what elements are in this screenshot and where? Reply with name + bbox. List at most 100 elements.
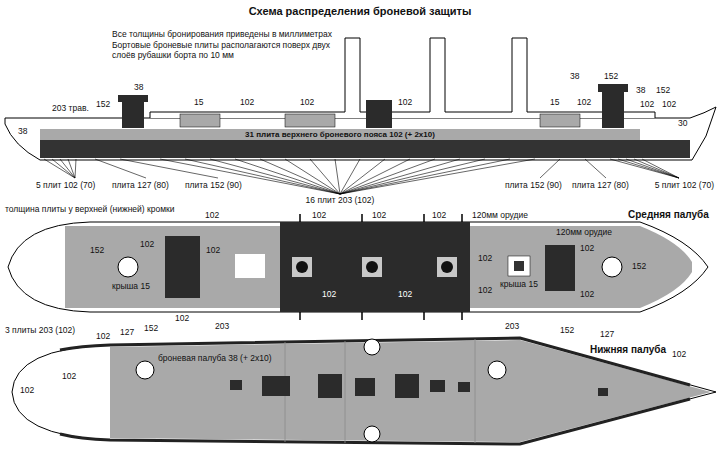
funnel — [366, 261, 378, 273]
bulkheads — [285, 339, 475, 443]
thickness-label: 102 — [240, 98, 254, 108]
thickness-label: 152 — [656, 86, 670, 96]
funnel-base — [292, 257, 312, 277]
thickness-label: 102 — [322, 290, 336, 300]
thickness-label: плита 152 (90) — [185, 181, 242, 191]
gun-barrels — [300, 214, 462, 320]
thickness-label: 15 — [194, 98, 203, 108]
tower — [122, 102, 144, 128]
thickness-label: плита 127 (80) — [572, 181, 629, 191]
funnel — [441, 261, 453, 273]
thickness-label: 102 — [478, 286, 492, 296]
thickness-label: 16 плит 203 (102) — [306, 196, 375, 206]
machinery — [230, 374, 608, 398]
thickness-label: 152 — [90, 246, 104, 256]
tower-plan — [545, 245, 575, 291]
tower-cap — [598, 84, 628, 92]
machinery-block — [318, 374, 342, 398]
turret-base — [364, 339, 380, 355]
leader-line — [95, 159, 146, 178]
thickness-label: 102 — [140, 240, 154, 250]
deckhouse — [235, 254, 265, 278]
note-text: Все толщины бронирования приведены в мил… — [112, 30, 340, 40]
hull-middle-deck — [8, 222, 708, 312]
turret-base — [364, 426, 380, 442]
belt-line — [60, 338, 690, 385]
thickness-label: 127 — [120, 328, 134, 338]
note-text: Бортовые броневые плиты располагаются по… — [112, 41, 340, 61]
machinery-block — [458, 382, 470, 392]
leader-line — [44, 159, 76, 178]
turret — [602, 257, 622, 277]
thickness-label: 102 — [20, 386, 34, 396]
thickness-label: 102 — [312, 211, 326, 221]
thickness-label: 5 плит 102 (70) — [655, 181, 714, 191]
thickness-label: плита 127 (80) — [112, 181, 169, 191]
thickness-label: 15 — [550, 98, 559, 108]
casemate — [540, 114, 580, 127]
deck-name: Нижняя палуба — [590, 344, 666, 356]
deckhouse-core — [514, 261, 524, 271]
thickness-label: 38 — [18, 127, 27, 137]
thickness-label: 38 — [636, 86, 645, 96]
thickness-label: 102 — [206, 246, 220, 256]
thickness-label: 3 плиты 203 (102) — [5, 326, 75, 336]
thickness-label: 38 — [570, 72, 579, 82]
turret — [118, 257, 138, 277]
thickness-label: 152 — [632, 262, 646, 272]
machinery-block — [395, 374, 419, 398]
machinery-block — [355, 378, 375, 396]
hull-lower-deck — [12, 338, 716, 444]
leader-lines — [44, 159, 679, 194]
thickness-label: 5 плит 102 (70) — [36, 181, 95, 191]
thickness-label: 120мм орудие — [472, 211, 528, 221]
funnel-base — [437, 257, 457, 277]
leader-line — [610, 159, 679, 178]
band-label: 31 плита верхнего броневого пояса 102 (+… — [245, 130, 435, 139]
thickness-label: 152 — [604, 72, 618, 82]
deckhouse — [508, 256, 530, 276]
thickness-label: 102 — [580, 244, 594, 254]
armor-band: 31 плита верхнего броневого пояса 102 (+… — [40, 129, 640, 140]
thickness-label: 102 — [398, 98, 412, 108]
thickness-label: 102 — [640, 100, 654, 110]
tower — [366, 100, 392, 128]
tower — [602, 92, 624, 128]
thickness-label: 102 — [672, 350, 686, 360]
thickness-label: 102 — [96, 332, 110, 342]
thickness-label: 203 трав. — [52, 104, 89, 114]
deck-name: Средняя палуба — [628, 209, 709, 221]
belt-line — [60, 399, 690, 444]
machinery-block — [598, 388, 608, 396]
armored-deck — [110, 340, 711, 442]
leader-line — [160, 159, 535, 194]
funnels-plan — [292, 257, 457, 277]
thickness-label: 102 — [205, 211, 219, 221]
thickness-label: крыша 15 — [500, 280, 538, 290]
thickness-label: 102 — [580, 290, 594, 300]
casemate — [180, 114, 220, 127]
casemate — [285, 114, 335, 127]
thickness-label: 203 — [215, 322, 229, 332]
thickness-label: 120мм орудие — [556, 228, 612, 238]
thickness-label: крыша 15 — [112, 282, 150, 292]
machinery-block — [262, 376, 290, 396]
diagram-title: Схема распределения броневой защиты — [249, 5, 472, 18]
funnel-base — [362, 257, 382, 277]
thickness-label: броневая палуба 38 (+ 2х10) — [158, 354, 272, 364]
citadel — [280, 222, 470, 312]
thickness-label: 102 — [300, 98, 314, 108]
thickness-label: плита 152 (90) — [505, 181, 562, 191]
machinery-block — [230, 380, 242, 390]
leader-line — [540, 159, 560, 178]
main-belt — [40, 140, 690, 158]
thickness-label: 102 — [372, 211, 386, 221]
leader-line — [585, 159, 606, 178]
thickness-label: 152 — [144, 324, 158, 334]
thickness-label: 152 — [560, 326, 574, 336]
thickness-label: 102 — [478, 254, 492, 264]
leader-line — [120, 159, 218, 178]
thickness-label: 102 — [432, 211, 446, 221]
thickness-label: 30 — [678, 119, 687, 129]
thickness-label: 102 — [662, 100, 676, 110]
